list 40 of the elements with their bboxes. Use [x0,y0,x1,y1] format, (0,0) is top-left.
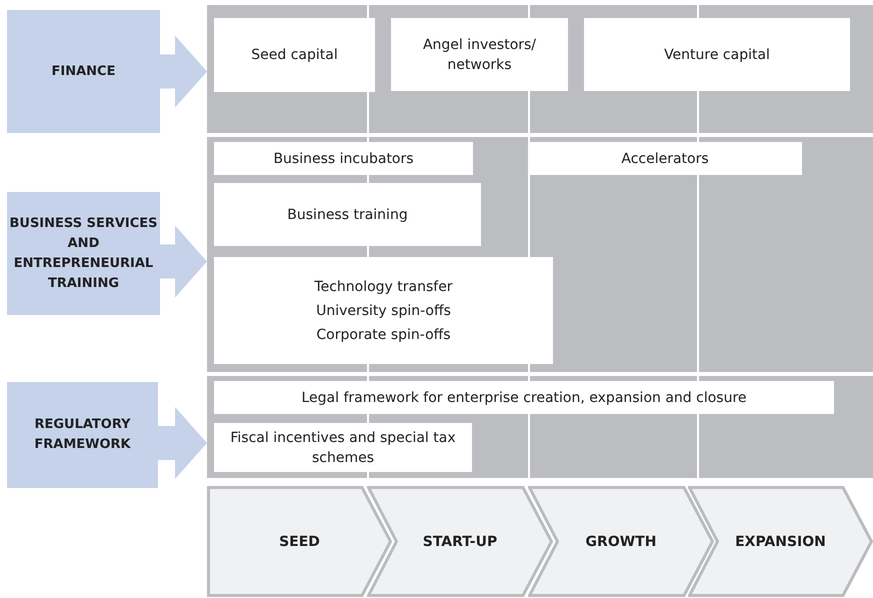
category-label: FINANCE [52,62,116,80]
stage-label: START-UP [422,532,498,552]
text-box [391,18,568,91]
item-label: Business training [287,206,408,224]
item-label: Business incubators [273,150,414,168]
stage-block [688,486,873,597]
panel-background [207,137,873,372]
stage-label: SEED [278,532,321,552]
category-box [7,10,160,133]
item-label: Angel investors/ networks [422,36,538,74]
text-box [214,183,481,246]
category-label: BUSINESS SERVICES AND ENTREPRENEURIAL TRAINING [8,214,159,292]
item-label: Corporate spin-offs [316,326,451,344]
item-label: Venture capital [664,46,770,64]
text-box [214,257,553,364]
item-label: Technology transfer [314,278,453,296]
category-label: REGULATORY FRAMEWORK [33,416,132,454]
stage-block [528,486,714,597]
category-box [7,382,158,488]
block-arrow [160,36,207,108]
item-label: University spin-offs [316,302,451,320]
category-box [7,192,160,315]
text-box [214,423,472,472]
item-label: Legal framework for enterprise creation, expansion and closure [301,388,747,408]
text-box [214,142,473,175]
text-box [528,142,802,175]
item-label: Fiscal incentives and special tax schemes [229,428,457,468]
block-arrow [158,407,207,479]
stage-block [207,486,392,597]
stage-block [367,486,553,597]
panel-background [207,376,873,478]
stage-label: GROWTH [584,532,658,552]
text-box [584,18,850,91]
stage-label: EXPANSION [734,532,827,552]
block-arrow [160,226,207,298]
item-label: Seed capital [251,46,338,65]
text-box [214,18,375,92]
item-label: Accelerators [621,150,709,168]
text-box [214,381,834,414]
panel-background [207,5,873,133]
